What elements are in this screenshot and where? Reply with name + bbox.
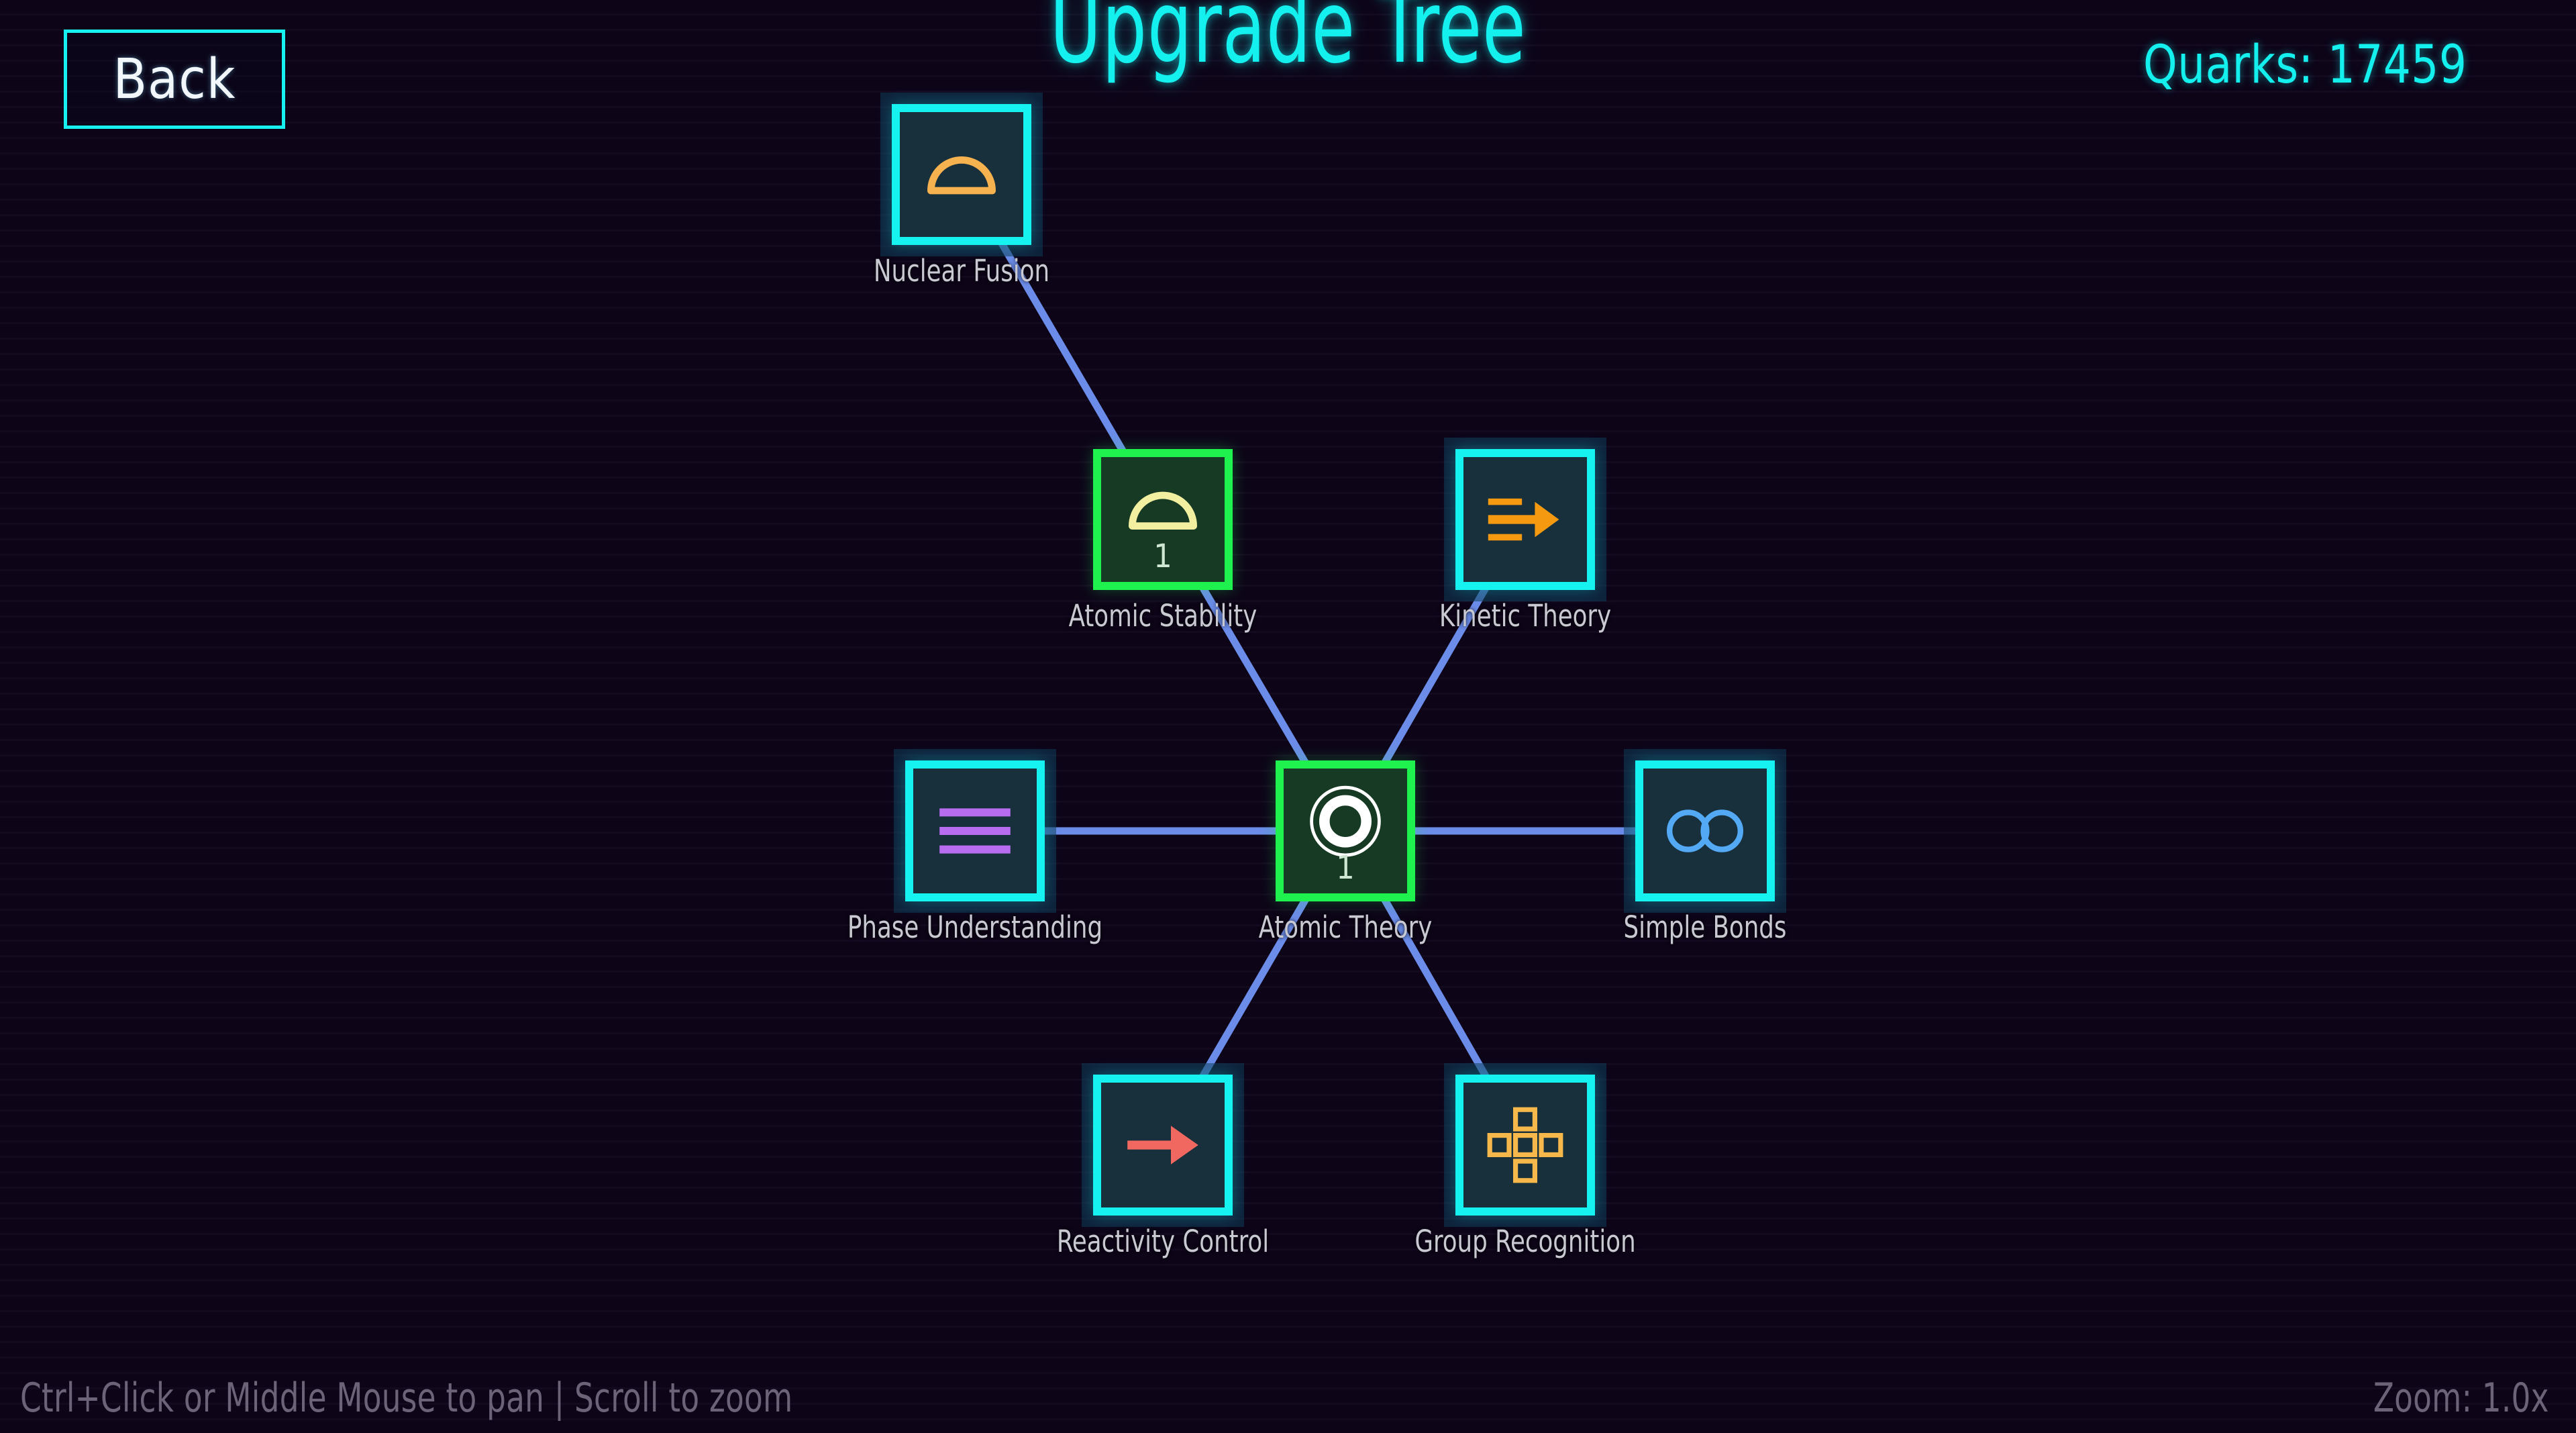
pan-hint-text: Ctrl+Click or Middle Mouse to pan | Scro… [20,1375,793,1422]
node-label: Group Recognition [1414,1224,1636,1259]
node-label: Reactivity Control [1056,1224,1270,1259]
node-frame[interactable] [1455,449,1595,590]
node-label: Nuclear Fusion [873,253,1050,289]
zoom-level-indicator: Zoom: 1.0x [2373,1375,2549,1422]
node-frame[interactable] [1276,760,1415,901]
upgrade-node-group-recognition[interactable]: Group Recognition [1414,1063,1636,1259]
back-button-label: Back [113,47,236,111]
back-button[interactable]: Back [64,30,285,129]
upgrade-node-simple-bonds[interactable]: Simple Bonds [1623,749,1787,945]
node-label: Atomic Stability [1068,598,1257,634]
node-frame[interactable] [1455,1075,1595,1216]
page-title: Upgrade Tree [1049,0,1527,86]
node-frame[interactable] [1093,1075,1233,1216]
node-label: Simple Bonds [1623,909,1787,945]
node-frame[interactable] [892,104,1031,245]
upgrade-node-nuclear-fusion[interactable]: Nuclear Fusion [874,93,1049,289]
node-label: Atomic Theory [1258,909,1433,945]
node-frame[interactable] [1635,760,1775,901]
node-frame[interactable] [905,760,1045,901]
quark-counter: Quarks: 17459 [2143,35,2467,95]
node-label: Kinetic Theory [1439,598,1612,634]
node-label: Phase Understanding [847,909,1103,945]
upgrade-node-reactivity-control[interactable]: Reactivity Control [1057,1063,1269,1259]
upgrade-node-kinetic-theory[interactable]: Kinetic Theory [1439,438,1611,634]
node-frame[interactable] [1093,449,1233,590]
upgrade-node-phase-understanding[interactable]: Phase Understanding [847,749,1102,945]
